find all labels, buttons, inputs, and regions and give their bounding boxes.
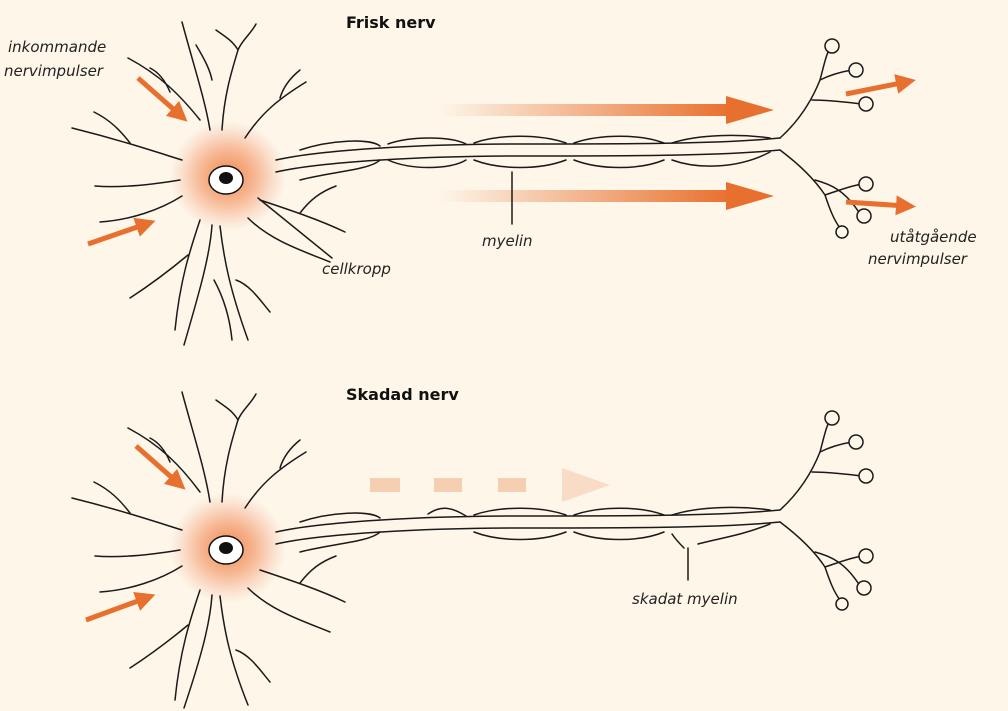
outgoing-label-line1: utåtgående — [890, 228, 977, 246]
damaged-myelin-label: skadat myelin — [632, 590, 738, 608]
cell-body-label: cellkropp — [322, 260, 391, 278]
signal-arrow-body-bottom — [440, 190, 730, 202]
healthy-terminal-bulbs — [825, 39, 873, 238]
myelin-label: myelin — [482, 232, 533, 250]
incoming-arrow-top — [138, 78, 180, 115]
damaged-title: Skadad nerv — [346, 385, 459, 404]
broken-signal-dash-3 — [498, 478, 526, 492]
signal-arrow-head-bottom — [726, 182, 774, 210]
healthy-neuron: Frisk nerv inkommande nervimpulser cellk… — [4, 13, 977, 345]
damaged-incoming-arrow-bottom — [86, 598, 146, 620]
signal-arrow-head-top — [726, 96, 774, 124]
incoming-label-line1: inkommande — [8, 38, 106, 56]
incoming-arrow-bottom — [88, 224, 146, 244]
outgoing-arrow-bottom — [846, 202, 906, 206]
signal-arrow-body-top — [440, 104, 730, 116]
broken-signal-dash-2 — [434, 478, 462, 492]
outgoing-arrow-top — [846, 82, 906, 94]
damaged-terminal-bulbs — [825, 411, 873, 610]
broken-signal-head — [562, 468, 610, 502]
healthy-axon — [276, 39, 873, 238]
damaged-neuron: Skadad nerv skadat myelin — [72, 385, 873, 708]
outgoing-label-line2: nervimpulser — [868, 250, 968, 268]
cell-body-leader — [258, 198, 332, 258]
damaged-impulse-arrows — [86, 446, 610, 620]
healthy-title: Frisk nerv — [346, 13, 436, 32]
incoming-label-line2: nervimpulser — [4, 62, 104, 80]
damaged-axon — [276, 411, 873, 610]
broken-signal-dash-1 — [370, 478, 400, 492]
damaged-incoming-arrow-top — [136, 446, 178, 483]
damaged-axon-terminals — [780, 420, 862, 600]
